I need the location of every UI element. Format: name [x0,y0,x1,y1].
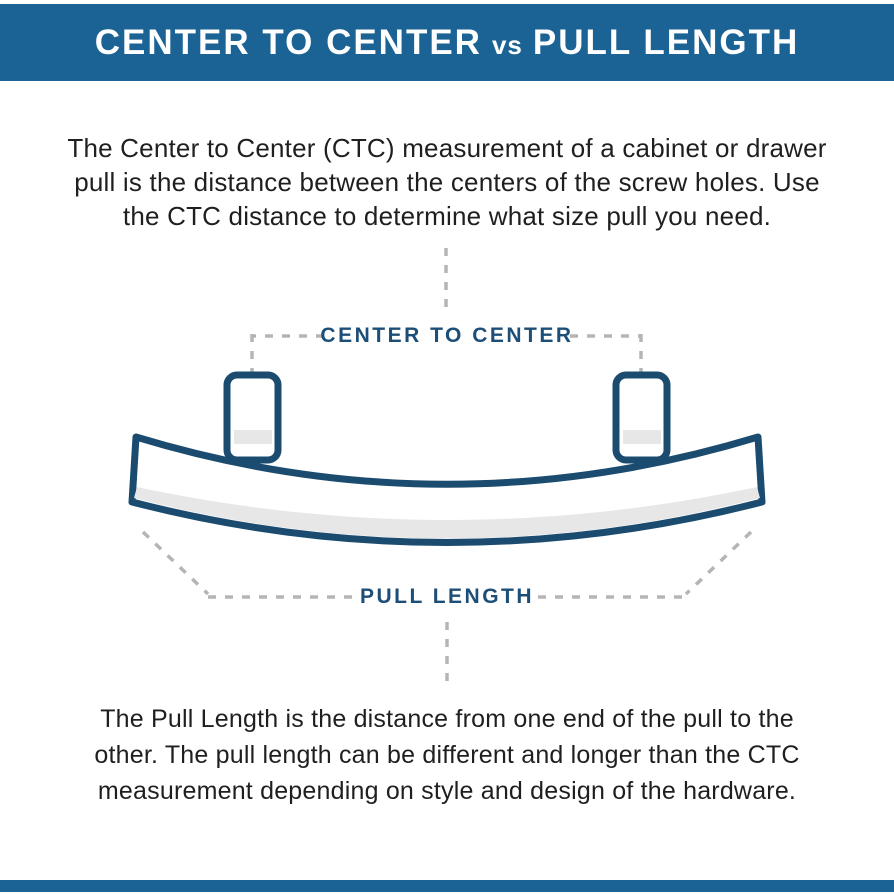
pull-right-post [612,371,671,464]
pull-left-post-shading [234,430,272,444]
page-title: CENTER TO CENTER vs PULL LENGTH [95,23,800,63]
pull-diagram-graphic [128,248,766,687]
footer-accent-bar [0,880,894,892]
pull-length-left-diagonal [141,530,210,596]
pull-length-right-diagonal [684,530,753,596]
outro-line-2: other. The pull length can be different … [94,741,800,769]
intro-line-2: pull is the distance between the centers… [74,167,820,197]
pull-length-label: PULL LENGTH [359,585,535,608]
header-banner: CENTER TO CENTER vs PULL LENGTH [0,4,894,81]
intro-line-1: The Center to Center (CTC) measurement o… [67,133,827,163]
outro-paragraph: The Pull Length is the distance from one… [0,701,894,809]
ctc-label: CENTER TO CENTER [320,324,574,347]
intro-line-3: the CTC distance to determine what size … [122,201,772,231]
pull-right-post-shading [623,430,661,444]
page-title-vs: vs [491,29,523,60]
outro-line-3: measurement depending on style and desig… [97,777,797,805]
intro-paragraph: The Center to Center (CTC) measurement o… [0,131,894,233]
page-title-right: PULL LENGTH [532,22,800,62]
pull-diagram: CENTER TO CENTER PULL LENGTH [0,230,894,700]
pull-bar-shading [134,487,760,539]
outro-line-1: The Pull Length is the distance from one… [100,705,794,733]
page-title-left: CENTER TO CENTER [94,22,482,62]
pull-left-post [223,371,282,464]
